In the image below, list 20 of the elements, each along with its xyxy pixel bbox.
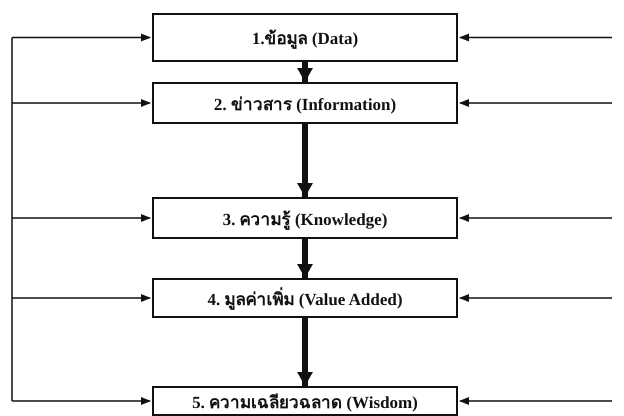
arrow <box>297 124 313 197</box>
arrow <box>12 34 151 42</box>
arrow <box>459 99 612 107</box>
arrow <box>459 294 612 302</box>
stage-box: 3. ความรู้ (Knowledge) <box>152 197 458 239</box>
arrow <box>297 62 313 82</box>
arrow <box>297 239 313 278</box>
arrow <box>459 214 612 222</box>
stage-box: 2. ข่าวสาร (Information) <box>152 82 458 124</box>
arrow <box>12 99 151 107</box>
arrow <box>12 294 151 302</box>
arrow <box>12 397 151 405</box>
stage-box: 4. มูลค่าเพิ่ม (Value Added) <box>152 278 458 318</box>
arrow <box>459 34 612 42</box>
arrow <box>459 397 612 405</box>
stage-box: 1.ข้อมูล (Data) <box>152 13 458 62</box>
stage-box: 5. ความเฉลียวฉลาด (Wisdom) <box>152 386 458 416</box>
arrow <box>12 214 151 222</box>
connector-line <box>11 38 13 401</box>
arrow <box>297 318 313 386</box>
